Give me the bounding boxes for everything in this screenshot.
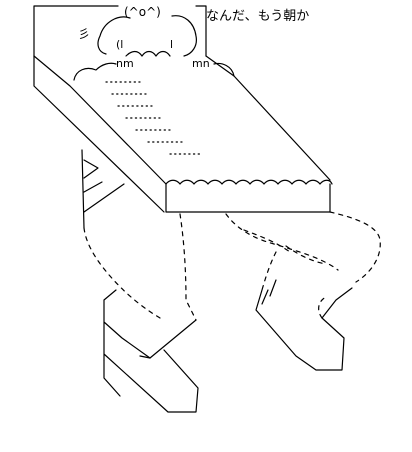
left-foot bbox=[103, 289, 199, 413]
left-leg-inner bbox=[179, 213, 197, 321]
eyebrow-right: l bbox=[170, 38, 173, 51]
right-foot bbox=[255, 287, 353, 371]
bed-top-surface bbox=[33, 55, 331, 185]
right-leg-knee bbox=[243, 229, 327, 265]
bed-front-box bbox=[165, 183, 331, 213]
caption-text: なんだ、もう朝か bbox=[206, 9, 309, 24]
right-leg-far bbox=[329, 211, 381, 283]
left-foot-lower bbox=[103, 355, 151, 397]
face-text: (^o^) bbox=[124, 5, 161, 19]
hand-left: nm bbox=[116, 57, 134, 70]
eyebrow-left: (l bbox=[116, 38, 123, 51]
head-outline bbox=[97, 15, 197, 57]
bed-left-support bbox=[81, 149, 125, 229]
right-foot-toes bbox=[261, 279, 277, 305]
left-leg-outer bbox=[83, 227, 161, 319]
cheek-curl bbox=[125, 50, 171, 57]
sheet-texture bbox=[105, 81, 203, 155]
left-arm-curve bbox=[73, 62, 117, 81]
motion-mark: 彡 bbox=[78, 27, 90, 41]
right-heel bbox=[318, 295, 329, 319]
headboard-frame bbox=[33, 5, 207, 57]
bed-front-scallop bbox=[165, 179, 333, 185]
bed-left-side bbox=[33, 55, 165, 213]
right-leg-upper bbox=[225, 213, 339, 271]
right-calf bbox=[261, 251, 277, 291]
hand-right: mn bbox=[192, 57, 210, 70]
